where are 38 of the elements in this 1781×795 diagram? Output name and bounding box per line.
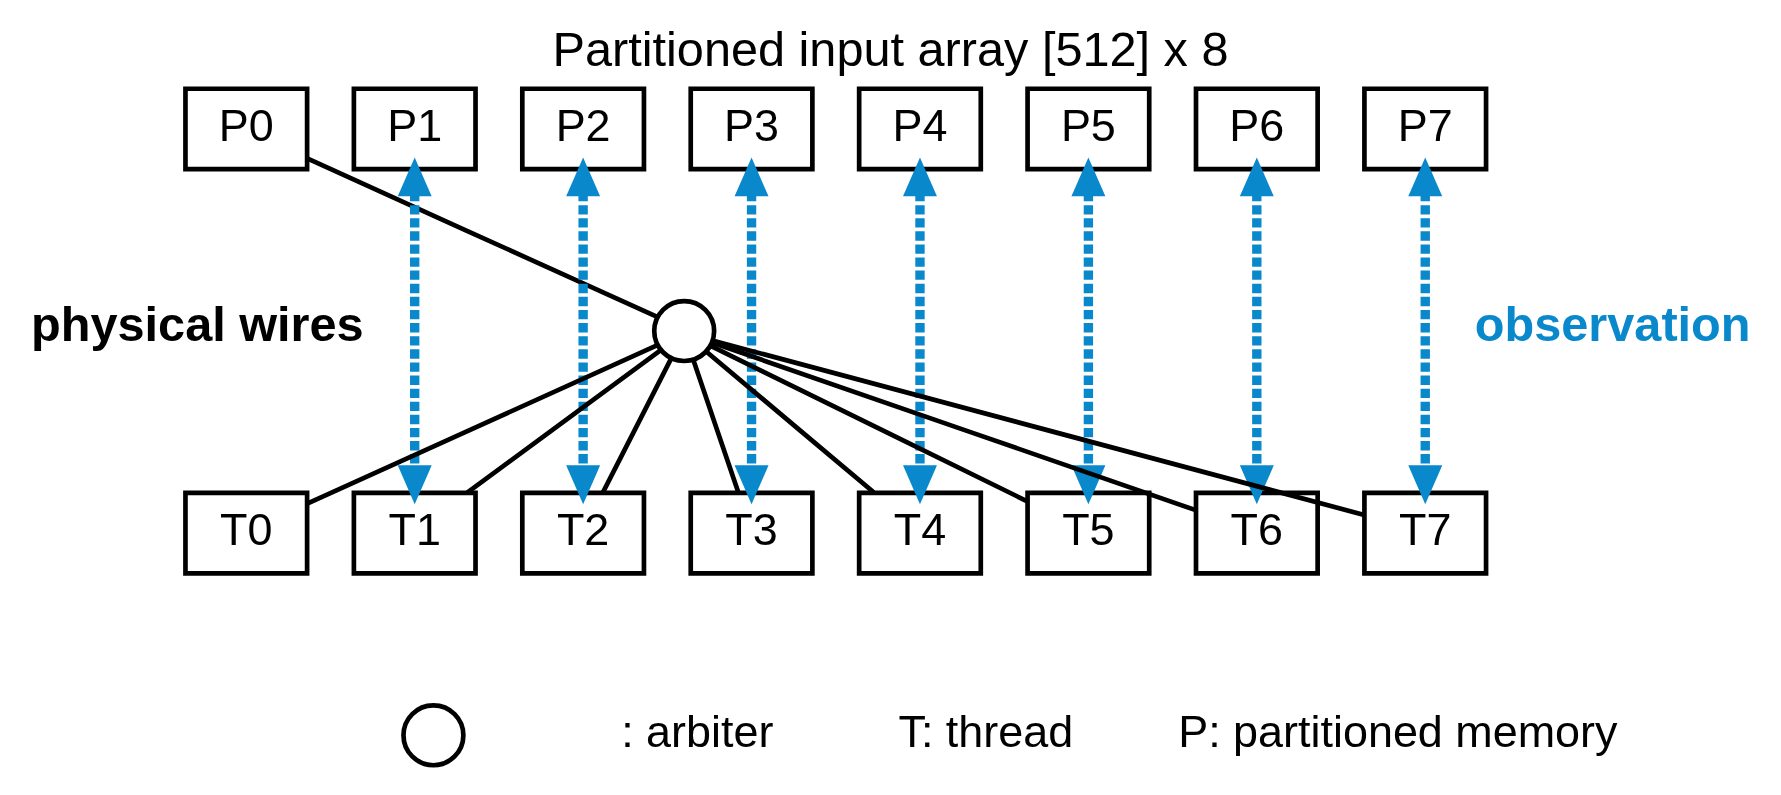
node-box: T2 [519,490,647,576]
node-box: T6 [1193,490,1320,576]
connector [712,338,1365,518]
arrow [903,157,937,505]
node-box: T1 [351,490,478,576]
connector [306,156,659,320]
arrow [397,157,432,505]
node-circle [651,298,717,364]
label: T: thread [898,705,1074,757]
node-box: P2 [519,86,647,172]
arrow [1408,157,1443,505]
node-box: P1 [351,86,478,172]
node-box: T5 [1025,490,1152,576]
connector [691,358,741,494]
diagram-title: Partitioned input array [512] x 8 [552,21,1229,76]
connector [600,357,674,494]
node-box: P4 [856,86,984,172]
node-box: T7 [1362,490,1489,576]
node-box: T4 [856,490,984,576]
connector [711,340,1197,513]
node-box: P7 [1362,86,1489,172]
node-box: P6 [1193,86,1320,172]
node-box: T0 [183,490,310,576]
arrow [1239,157,1274,505]
label: physical wires [31,296,364,351]
arrow [1071,157,1106,505]
node-circle [401,703,466,768]
label: observation [1474,296,1751,351]
node-box: T3 [688,490,815,576]
node-box: P3 [688,86,815,172]
node-box: P0 [183,86,310,172]
arrow [566,157,601,505]
node-box: P5 [1025,86,1152,172]
label: P: partitioned memory [1178,705,1618,757]
connector [306,342,659,506]
connector [709,343,1029,504]
node-label: : arbiter [621,705,774,757]
arrow [734,157,769,505]
